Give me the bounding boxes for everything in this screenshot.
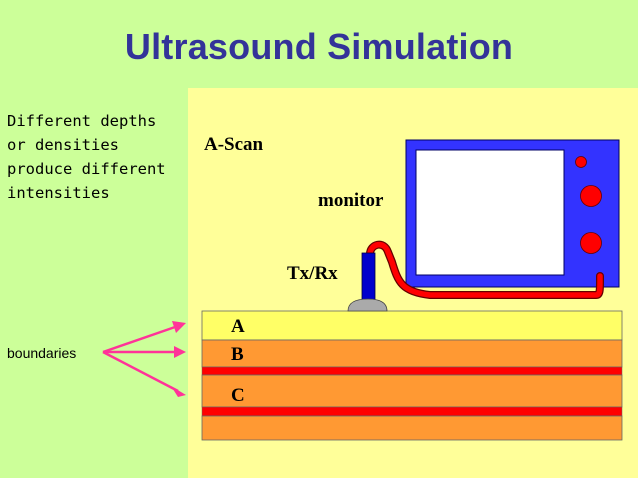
slide-title: Ultrasound Simulation <box>124 26 514 67</box>
layer-b-label: B <box>231 344 244 365</box>
monitor-knob-top <box>580 185 602 207</box>
description-line-3: produce different <box>7 160 166 178</box>
boundary-line-2 <box>201 406 623 417</box>
monitor-indicator-light <box>575 156 587 168</box>
boundary-line-1 <box>201 366 623 376</box>
arrow-to-boundary-c-line <box>102 350 179 393</box>
layer-b <box>201 339 623 368</box>
description-line-1: Different depths <box>7 112 157 130</box>
monitor-screen <box>415 149 565 276</box>
boundary-arrows <box>102 321 186 397</box>
description-line-4: intensities <box>7 184 110 202</box>
layer-c-label: C <box>231 385 245 406</box>
monitor-label: monitor <box>318 190 384 211</box>
transducer-handle <box>361 252 376 302</box>
transducer-head <box>347 298 388 312</box>
boundaries-label: boundaries <box>7 345 77 361</box>
monitor-knob-bottom <box>580 232 602 254</box>
layer-c <box>201 374 623 408</box>
layer-d <box>201 415 623 441</box>
layer-a-label: A <box>231 316 245 337</box>
ascan-label: A-Scan <box>204 134 264 155</box>
description-line-2: or densities <box>7 136 119 154</box>
arrow-to-boundary-c-head <box>171 386 186 397</box>
txrx-label: Tx/Rx <box>287 263 338 284</box>
description-text: Different depths or densities produce di… <box>7 109 192 205</box>
transducer-cable-fill <box>367 241 603 298</box>
arrow-to-boundary-ab-line <box>102 324 179 354</box>
arrow-to-boundary-ab-head <box>172 321 186 333</box>
arrow-to-boundary-b-head <box>174 346 186 358</box>
layer-a <box>201 310 623 341</box>
